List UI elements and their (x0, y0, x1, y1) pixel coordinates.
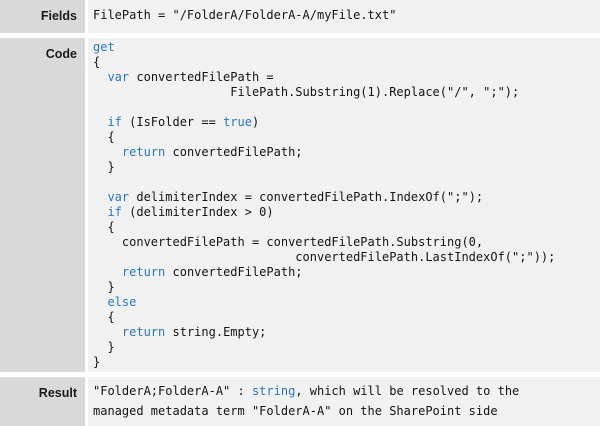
code-line: } (93, 355, 600, 370)
code-line: } (93, 340, 600, 355)
code-token (93, 115, 107, 129)
code-token: (IsFolder == (121, 115, 224, 129)
code-token: } (93, 280, 115, 294)
code-token: , which will be resolved to the (295, 384, 520, 398)
code-line: convertedFilePath = convertedFilePath.Su… (93, 235, 600, 250)
code-token: convertedFilePath; (165, 265, 303, 279)
code-line: return convertedFilePath; (93, 145, 600, 160)
result-row-label: Result (0, 377, 85, 426)
code-line: { (93, 55, 600, 70)
code-line: var convertedFilePath = (93, 70, 600, 85)
code-token: } (93, 355, 101, 369)
keyword-token: var (107, 190, 130, 204)
code-token (93, 205, 107, 219)
code-token: convertedFilePath = (129, 70, 274, 84)
fields-row-content: FilePath = "/FolderA/FolderA-A/myFile.tx… (88, 0, 600, 33)
code-line (93, 100, 600, 115)
code-token: string.Empty; (165, 325, 267, 339)
code-token: convertedFilePath = convertedFilePath.Su… (93, 235, 484, 249)
code-token (93, 70, 107, 84)
code-line: } (93, 160, 600, 175)
code-line: else (93, 295, 600, 310)
code-line: return string.Empty; (93, 325, 600, 340)
code-row-label: Code (0, 38, 85, 372)
code-line: { (93, 220, 600, 235)
code-token: ) (251, 115, 260, 129)
code-token: { (93, 220, 115, 234)
code-token (93, 295, 107, 309)
code-token (93, 265, 122, 279)
result-line: "FolderA;FolderA-A" : string, which will… (93, 381, 600, 401)
code-line: var delimiterIndex = convertedFilePath.I… (93, 190, 600, 205)
code-line: { (93, 130, 600, 145)
keyword-token: return (121, 265, 166, 279)
code-token (93, 325, 122, 339)
code-line: FilePath.Substring(1).Replace("/", ";"); (93, 85, 600, 100)
keyword-token: if (107, 205, 122, 219)
result-line: managed metadata term "FolderA-A" on the… (93, 401, 600, 421)
code-token: delimiterIndex = convertedFilePath.Index… (129, 190, 484, 204)
code-line: if (IsFolder == true) (93, 115, 600, 130)
code-token: convertedFilePath.LastIndexOf(";")); (93, 250, 556, 264)
code-line: get (93, 40, 600, 55)
code-line: if (delimiterIndex > 0) (93, 205, 600, 220)
code-line: } (93, 280, 600, 295)
code-token: } (93, 160, 115, 174)
code-block: get{ var convertedFilePath = FilePath.Su… (88, 38, 600, 372)
code-token (93, 190, 107, 204)
keyword-token: var (107, 70, 130, 84)
keyword-token: return (121, 145, 166, 159)
code-token: (delimiterIndex > 0) (121, 205, 274, 219)
keyword-token: string (251, 384, 296, 398)
keyword-token: true (223, 115, 252, 129)
keyword-token: else (107, 295, 137, 309)
code-line: return convertedFilePath; (93, 265, 600, 280)
keyword-token: get (93, 40, 115, 54)
code-token: { (93, 310, 115, 324)
fields-value: FilePath = "/FolderA/FolderA-A/myFile.tx… (93, 8, 397, 22)
fields-row-label: Fields (0, 0, 85, 33)
code-token: managed metadata term "FolderA-A" on the… (93, 404, 498, 418)
result-text: "FolderA;FolderA-A" : string, which will… (88, 377, 600, 426)
code-token: "FolderA;FolderA-A" : (93, 384, 252, 398)
code-line: { (93, 310, 600, 325)
code-token: { (93, 130, 115, 144)
code-line (93, 175, 600, 190)
code-token (93, 145, 122, 159)
code-line: convertedFilePath.LastIndexOf(";")); (93, 250, 600, 265)
code-token: convertedFilePath; (165, 145, 303, 159)
keyword-token: return (121, 325, 166, 339)
code-token: } (93, 340, 115, 354)
code-token: { (93, 55, 101, 69)
code-token: FilePath.Substring(1).Replace("/", ";"); (93, 85, 520, 99)
keyword-token: if (107, 115, 122, 129)
